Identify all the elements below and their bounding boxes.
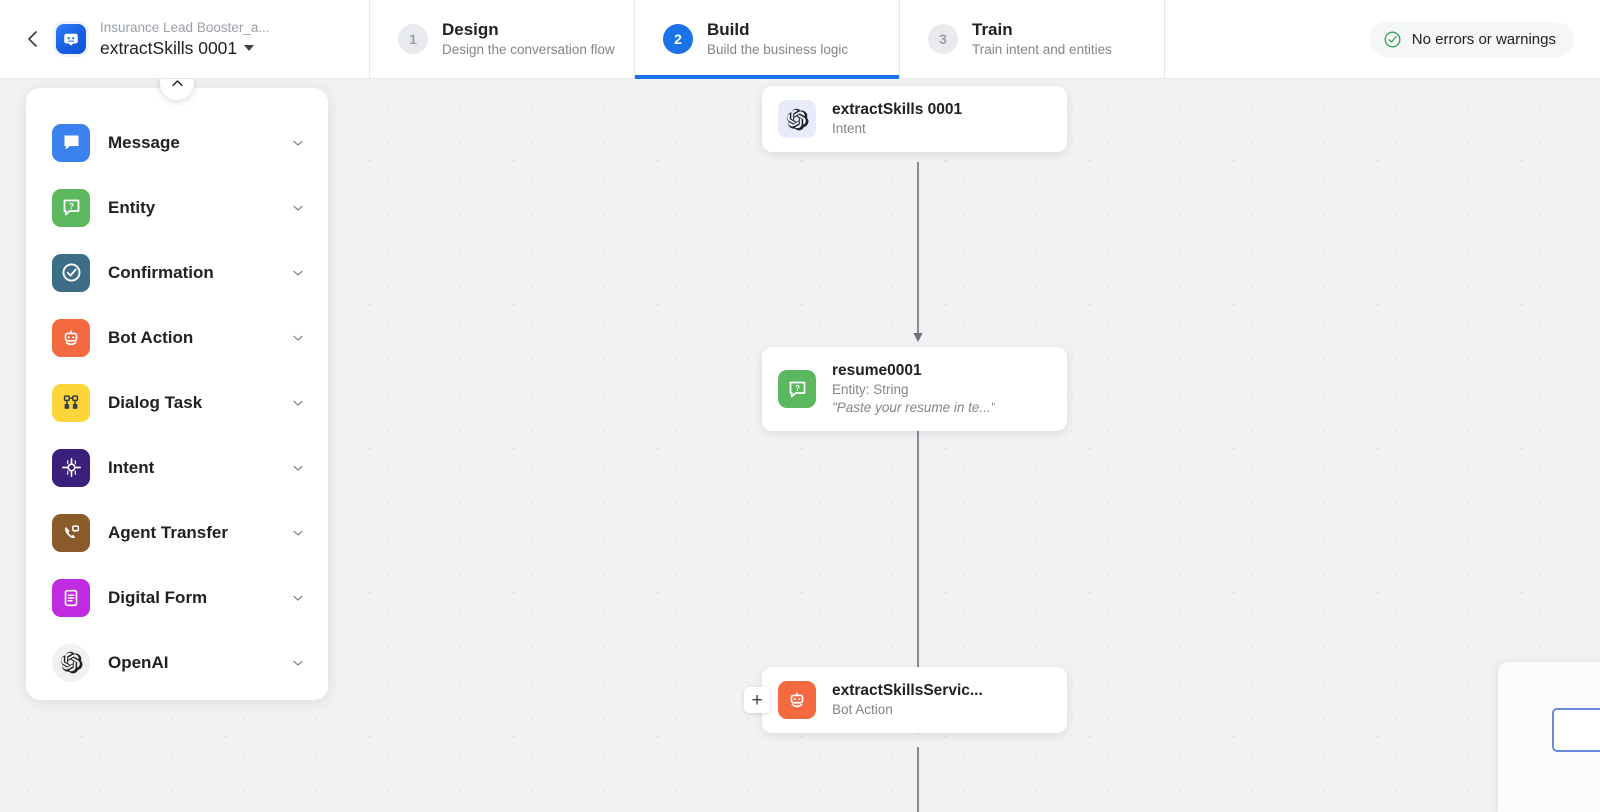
flow-node-title: extractSkillsServic... (832, 682, 983, 699)
flow-node-title: extractSkills 0001 (832, 101, 963, 118)
form-document-icon (52, 578, 90, 617)
robot-icon (52, 318, 90, 357)
dialog-nodes-icon (52, 383, 90, 422)
phone-transfer-icon (52, 513, 90, 552)
flow-node-subtitle: Bot Action (832, 702, 893, 717)
status-text: No errors or warnings (1411, 30, 1556, 48)
step-text: Train Train intent and entities (972, 19, 1112, 59)
palette-item-label: Agent Transfer (108, 522, 228, 542)
flow-node-title: resume0001 (832, 362, 922, 379)
palette-item-label: Digital Form (108, 587, 208, 607)
palette-item-agent-transfer[interactable]: Agent Transfer (26, 500, 328, 565)
header-left: Insurance Lead Booster_a... extractSkill… (0, 0, 370, 78)
back-button[interactable] (18, 25, 46, 53)
openai-icon (778, 100, 816, 138)
step-subtitle: Train intent and entities (972, 42, 1112, 57)
flow-node-text: extractSkillsServic... Bot Action (832, 681, 983, 719)
app-header: Insurance Lead Booster_a... extractSkill… (0, 0, 1600, 79)
check-circle-icon (1384, 31, 1401, 47)
step-title: Design (442, 20, 499, 39)
palette-item-label: Confirmation (108, 262, 214, 282)
check-circle-icon (52, 253, 90, 292)
chevron-left-icon (27, 31, 37, 47)
palette-item-entity[interactable]: ? Entity (26, 175, 328, 240)
palette-item-message[interactable]: Message (26, 110, 328, 175)
bot-logo-icon (56, 24, 86, 54)
tab-build[interactable]: 2 Build Build the business logic (635, 0, 900, 79)
connector-arrow (913, 162, 923, 342)
page-title: extractSkills 0001 (100, 37, 238, 58)
svg-text:?: ? (795, 383, 800, 392)
openai-icon (52, 643, 90, 682)
palette-item-bot-action[interactable]: Bot Action (26, 305, 328, 370)
chevron-down-icon[interactable] (290, 330, 306, 346)
step-tabs: 1 Design Design the conversation flow 2 … (370, 0, 1165, 79)
task-selector[interactable]: extractSkills 0001 (100, 37, 270, 60)
chevron-down-icon[interactable] (290, 265, 306, 281)
entity-question-icon: ? (778, 370, 816, 408)
flow-node-subtitle: Intent (832, 121, 866, 136)
step-number-badge: 3 (928, 24, 958, 54)
header-right: No errors or warnings (1165, 0, 1600, 78)
chevron-down-icon[interactable] (290, 460, 306, 476)
chevron-down-icon[interactable] (290, 395, 306, 411)
tab-train[interactable]: 3 Train Train intent and entities (900, 0, 1165, 78)
palette-item-label: OpenAI (108, 652, 169, 672)
robot-icon (778, 681, 816, 719)
flow-node-text: resume0001 Entity: String "Paste your re… (832, 361, 995, 417)
node-palette: Message ? Entity (26, 79, 328, 700)
title-block: Insurance Lead Booster_a... extractSkill… (100, 19, 270, 60)
add-node-button[interactable]: + (744, 687, 770, 713)
chevron-down-icon[interactable] (290, 655, 306, 671)
palette-item-label: Entity (108, 197, 156, 217)
collapse-palette-button[interactable] (160, 79, 194, 100)
flow-node-entity[interactable]: ? resume0001 Entity: String "Paste your … (762, 347, 1067, 431)
palette-item-openai[interactable]: OpenAI (26, 630, 328, 695)
palette-item-label: Dialog Task (108, 392, 203, 412)
chevron-down-icon[interactable] (290, 200, 306, 216)
step-text: Build Build the business logic (707, 19, 848, 59)
step-title: Train (972, 20, 1013, 39)
step-subtitle: Build the business logic (707, 42, 849, 57)
palette-item-intent[interactable]: Intent (26, 435, 328, 500)
chevron-down-icon[interactable] (290, 525, 306, 541)
status-badge[interactable]: No errors or warnings (1368, 21, 1574, 57)
palette-item-label: Message (108, 132, 180, 152)
palette-item-dialog-task[interactable]: Dialog Task (26, 370, 328, 435)
step-number-badge: 2 (663, 24, 693, 54)
message-bubble-icon (52, 123, 90, 162)
flow-canvas[interactable]: Message ? Entity (0, 79, 1600, 812)
palette-item-label: Bot Action (108, 327, 194, 347)
chevron-down-icon[interactable] (290, 590, 306, 606)
step-subtitle: Design the conversation flow (442, 42, 615, 57)
bot-name-label: Insurance Lead Booster_a... (100, 19, 270, 35)
flow-node-intent[interactable]: extractSkills 0001 Intent (762, 86, 1067, 152)
step-title: Build (707, 20, 750, 39)
chevron-up-icon (171, 79, 183, 86)
tab-design[interactable]: 1 Design Design the conversation flow (370, 0, 635, 78)
connector-arrow (917, 747, 919, 812)
caret-down-icon[interactable] (244, 45, 255, 51)
flow-node-text: extractSkills 0001 Intent (832, 100, 962, 138)
palette-item-digital-form[interactable]: Digital Form (26, 565, 328, 630)
side-panel-partial[interactable] (1498, 662, 1600, 812)
chevron-down-icon[interactable] (290, 135, 306, 151)
target-icon (52, 448, 90, 487)
flow-node-prompt: "Paste your resume in te..." (832, 400, 996, 415)
flow-node-bot-action[interactable]: + extractSkillsServic... Bot Action (744, 667, 1067, 733)
flow-node-subtitle: Entity: String (832, 382, 909, 397)
palette-item-confirmation[interactable]: Confirmation (26, 240, 328, 305)
step-text: Design Design the conversation flow (442, 19, 615, 59)
panel-input-field[interactable] (1552, 708, 1600, 752)
svg-text:?: ? (69, 202, 74, 211)
palette-item-label: Intent (108, 457, 155, 477)
step-number-badge: 1 (398, 24, 428, 54)
entity-question-icon: ? (52, 188, 90, 227)
